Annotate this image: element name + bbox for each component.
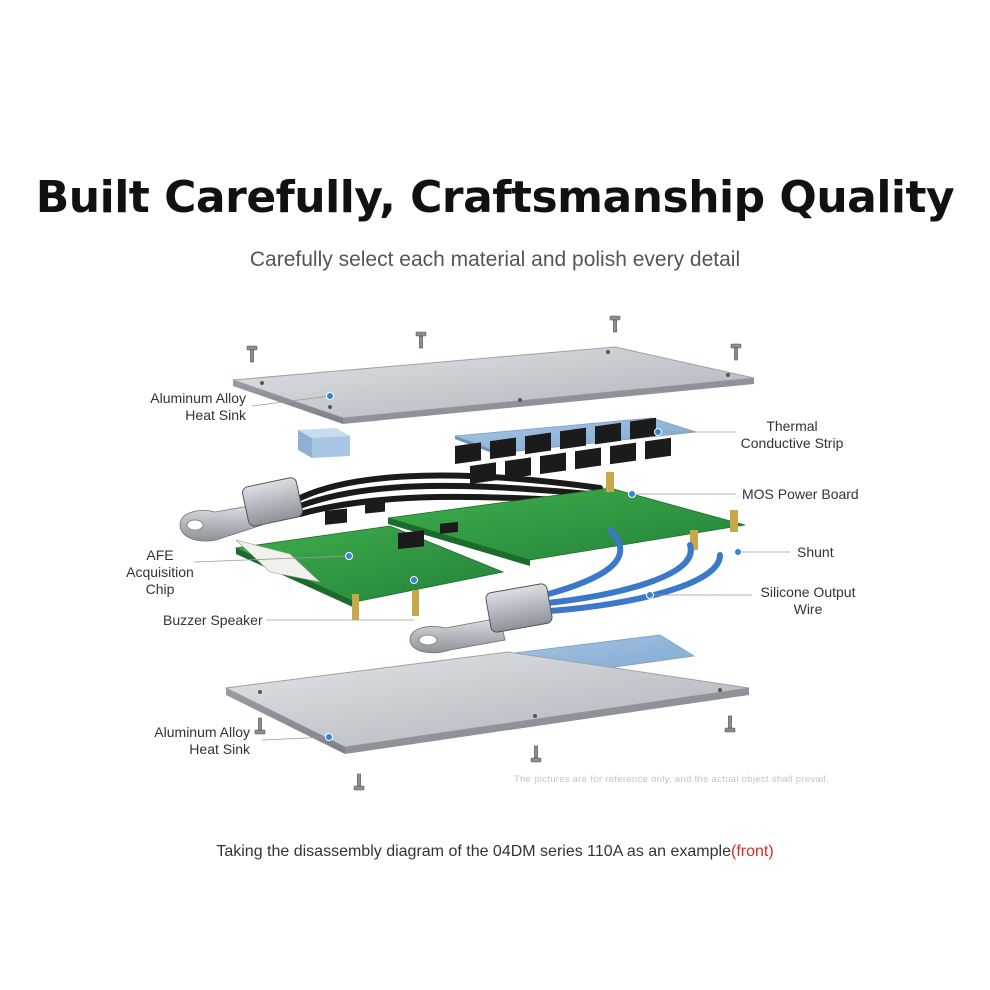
screw [730,343,742,361]
callout-dots [325,392,742,741]
label-silicone-wire: Silicone Output Wire [760,584,856,617]
screw [609,315,621,333]
bottom-lug [409,583,553,654]
screw [254,717,266,735]
bottom-heat-sink-plate [224,651,750,754]
mos-power-board [387,417,746,566]
top-left-lug [179,477,303,542]
thermal-cube [298,428,350,458]
label-heat-sink-bottom: Aluminum Alloy Heat Sink [154,724,250,757]
page-subtitle: Carefully select each material and polis… [249,248,741,271]
screw [724,715,736,733]
label-mos-board: MOS Power Board [742,486,859,502]
standoffs [606,472,738,550]
top-heat-sink-plate [232,346,755,424]
label-thermal-strip: Thermal Conductive Strip [740,418,844,451]
afe-board [234,499,505,620]
page-title: Built Carefully, Craftsmanship Quality [35,172,955,223]
screw [530,745,542,763]
label-buzzer: Buzzer Speaker [163,612,263,628]
caption: Taking the disassembly diagram of the 04… [0,843,990,861]
bottom-screws [254,715,736,791]
screw [353,773,365,791]
caption-highlight: (front) [730,843,774,860]
label-shunt: Shunt [797,544,834,560]
label-heat-sink-top: Aluminum Alloy Heat Sink [150,390,246,423]
silicone-output-wires [542,527,723,614]
connector [235,539,321,583]
mos-transistors [455,417,671,484]
caption-main: Taking the disassembly diagram of the 04… [216,843,731,860]
label-afe-chip: AFE Acquisition Chip [126,547,194,597]
callout-leaders [193,395,790,741]
screw [415,331,427,349]
screw [246,345,258,363]
disclaimer-text: The pictures are for reference only, and… [514,774,829,785]
